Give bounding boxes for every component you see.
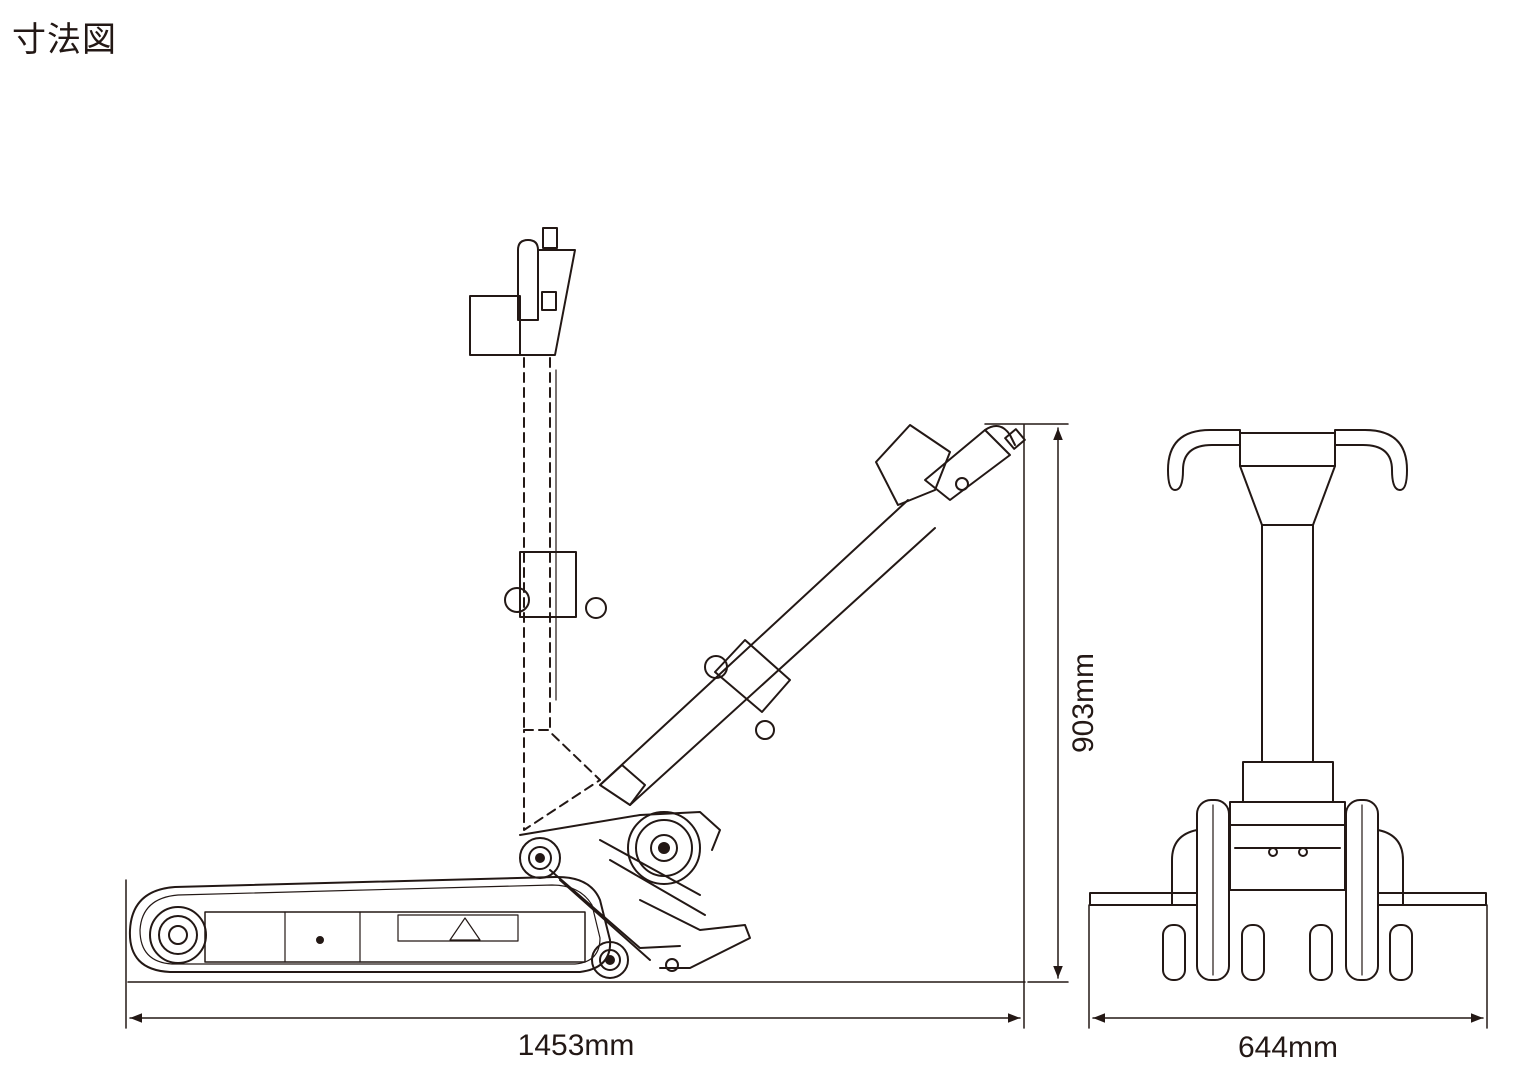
front-view	[1088, 429, 1488, 1029]
length-label: 1453mm	[518, 1029, 635, 1062]
height-label: 903mm	[1067, 653, 1100, 753]
crawler-track	[128, 875, 629, 979]
diagram-title: 寸法図	[12, 20, 117, 60]
width-dimension	[1088, 904, 1488, 1029]
length-dimension	[125, 424, 1025, 1029]
inclined-handle	[599, 424, 1026, 806]
side-view	[125, 227, 1069, 1029]
upright-handle	[469, 227, 607, 831]
height-dimension	[984, 423, 1069, 983]
width-label: 644mm	[1238, 1031, 1338, 1064]
rear-frame	[519, 811, 751, 972]
